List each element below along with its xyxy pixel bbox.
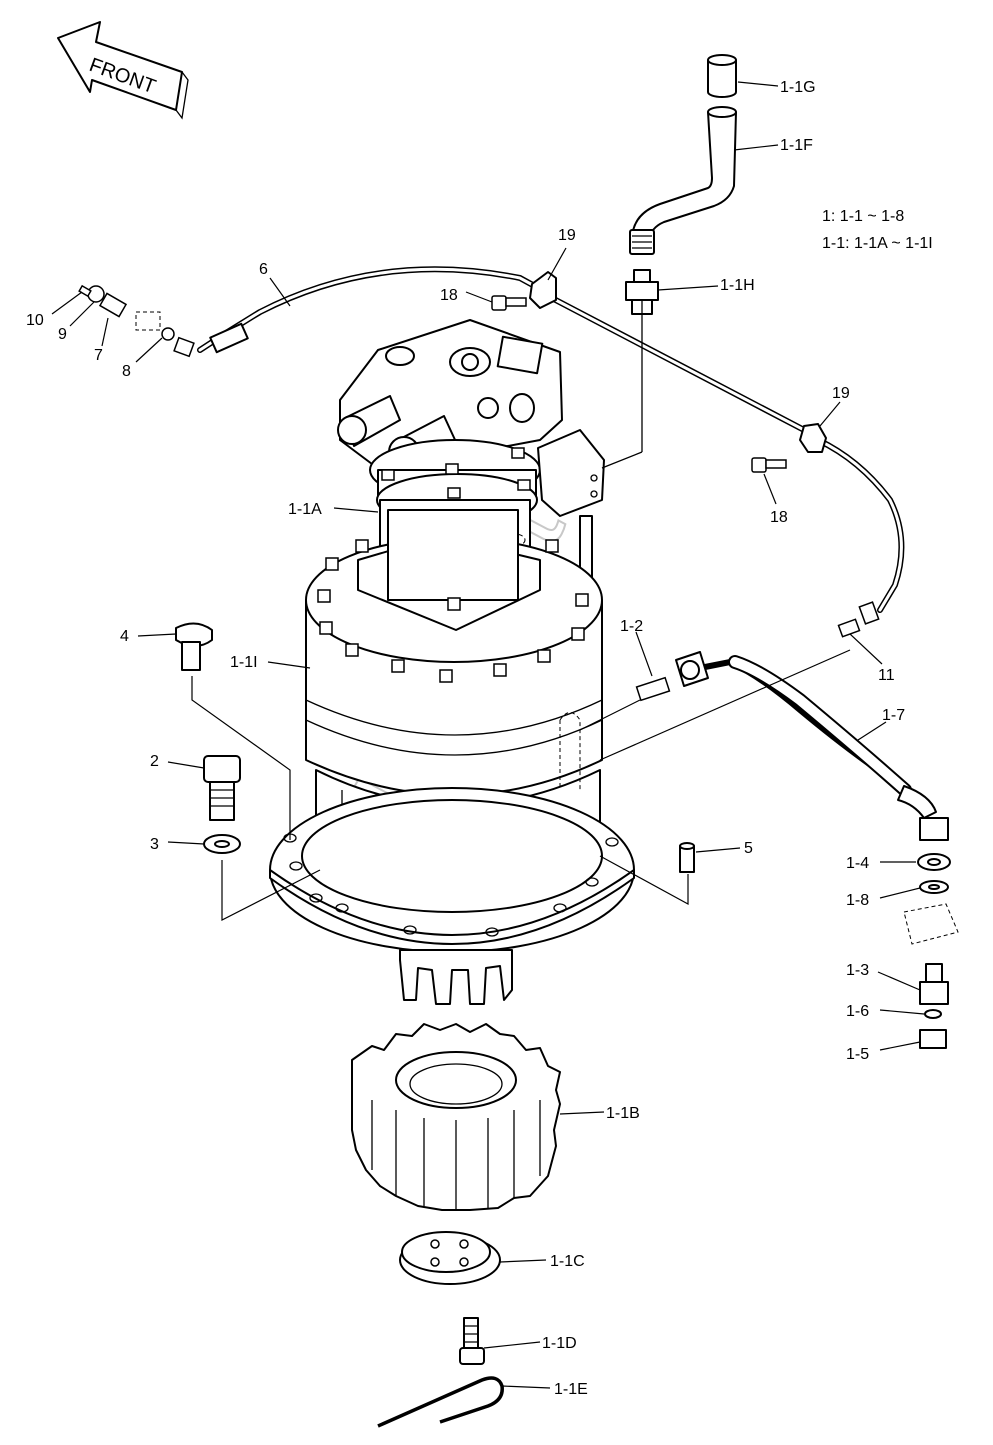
part-3-washer <box>203 834 241 854</box>
callout-1-1B: 1-1B <box>606 1105 640 1122</box>
flange-bolts <box>381 447 531 499</box>
housing-bolts <box>317 539 589 683</box>
callout-3: 3 <box>150 836 159 853</box>
callout-1-1E: 1-1E <box>554 1381 588 1398</box>
callout-18-b: 18 <box>770 509 788 526</box>
part-1-1E-lock-wire <box>377 1376 504 1428</box>
part-2-bolt <box>203 755 241 821</box>
flange-holes <box>283 833 619 937</box>
callout-1-7: 1-7 <box>882 707 905 724</box>
part-1-1D-bolt <box>459 1317 485 1365</box>
part-1-1F-tube <box>629 106 737 255</box>
leader-lines <box>51 81 925 1389</box>
callout-1-1F: 1-1F <box>780 137 813 154</box>
part-4-key <box>175 622 213 671</box>
part-1-1I-reduction-housing <box>269 509 635 1005</box>
callout-10: 10 <box>26 312 44 329</box>
parts-1-3-to-1-8-stack <box>903 817 959 1049</box>
part-18-bolt-a <box>491 295 527 311</box>
callouts: 1-1G 1-1F 1-1H 19 18 6 10 9 7 8 19 18 1-… <box>26 79 905 1398</box>
callout-1-1G: 1-1G <box>780 79 816 96</box>
callout-1-4: 1-4 <box>846 855 869 872</box>
callout-1-1D: 1-1D <box>542 1335 577 1352</box>
front-arrow: FRONT <box>57 21 189 120</box>
part-19-bracket-a <box>529 271 557 309</box>
parts-7-10-fittings <box>78 284 195 358</box>
callout-1-2: 1-2 <box>620 618 643 635</box>
legend-line-1: 1: 1-1 ~ 1-8 <box>822 208 904 225</box>
callout-1-1A: 1-1A <box>288 501 322 518</box>
part-11-fitting <box>837 601 880 638</box>
pipe-lines <box>197 266 937 819</box>
callout-6: 6 <box>259 261 268 278</box>
part-1-1B-gear <box>351 1023 561 1211</box>
part-18-bolt-b <box>751 457 787 473</box>
callout-1-1H: 1-1H <box>720 277 755 294</box>
callout-7: 7 <box>94 347 103 364</box>
callout-19-b: 19 <box>832 385 850 402</box>
legend-line-2: 1-1: 1-1A ~ 1-1I <box>822 235 933 252</box>
callout-5: 5 <box>744 840 753 857</box>
callout-11: 11 <box>878 667 895 684</box>
part-1-2-fitting <box>559 651 709 790</box>
callout-1-1C: 1-1C <box>550 1253 585 1270</box>
callout-9: 9 <box>58 326 67 343</box>
callout-1-5: 1-5 <box>846 1046 869 1063</box>
part-1-1G-cap <box>707 54 737 98</box>
callout-1-3: 1-3 <box>846 962 869 979</box>
part-19-bracket-b <box>799 423 827 453</box>
callout-19-a: 19 <box>558 227 576 244</box>
part-1-1C-plate <box>399 1231 501 1285</box>
callout-1-6: 1-6 <box>846 1003 869 1020</box>
callout-18-a: 18 <box>440 287 458 304</box>
callout-4: 4 <box>120 628 129 645</box>
callout-8: 8 <box>122 363 131 380</box>
part-5-pin <box>679 842 695 873</box>
callout-2: 2 <box>150 753 159 770</box>
callout-1-1I: 1-1I <box>230 654 258 671</box>
callout-1-8: 1-8 <box>846 892 869 909</box>
